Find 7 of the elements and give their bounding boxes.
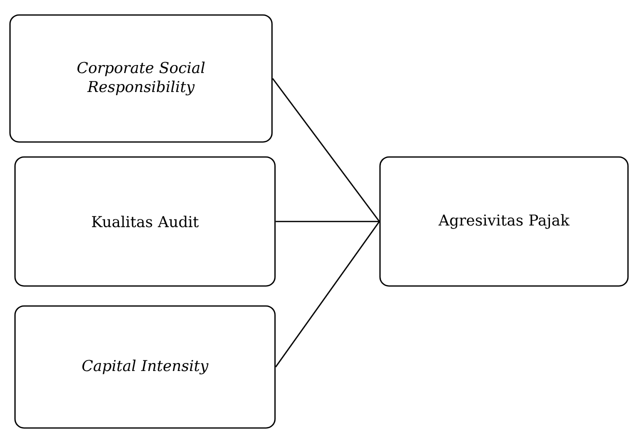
connector-line xyxy=(276,220,380,222)
box: Agresivitas Pajak xyxy=(379,156,629,287)
connector-line xyxy=(275,221,380,368)
connector-line xyxy=(272,78,380,222)
box: Kualitas Audit xyxy=(14,156,276,287)
box: Corporate Social Responsibility xyxy=(9,14,273,143)
box: Capital Intensity xyxy=(14,305,276,429)
